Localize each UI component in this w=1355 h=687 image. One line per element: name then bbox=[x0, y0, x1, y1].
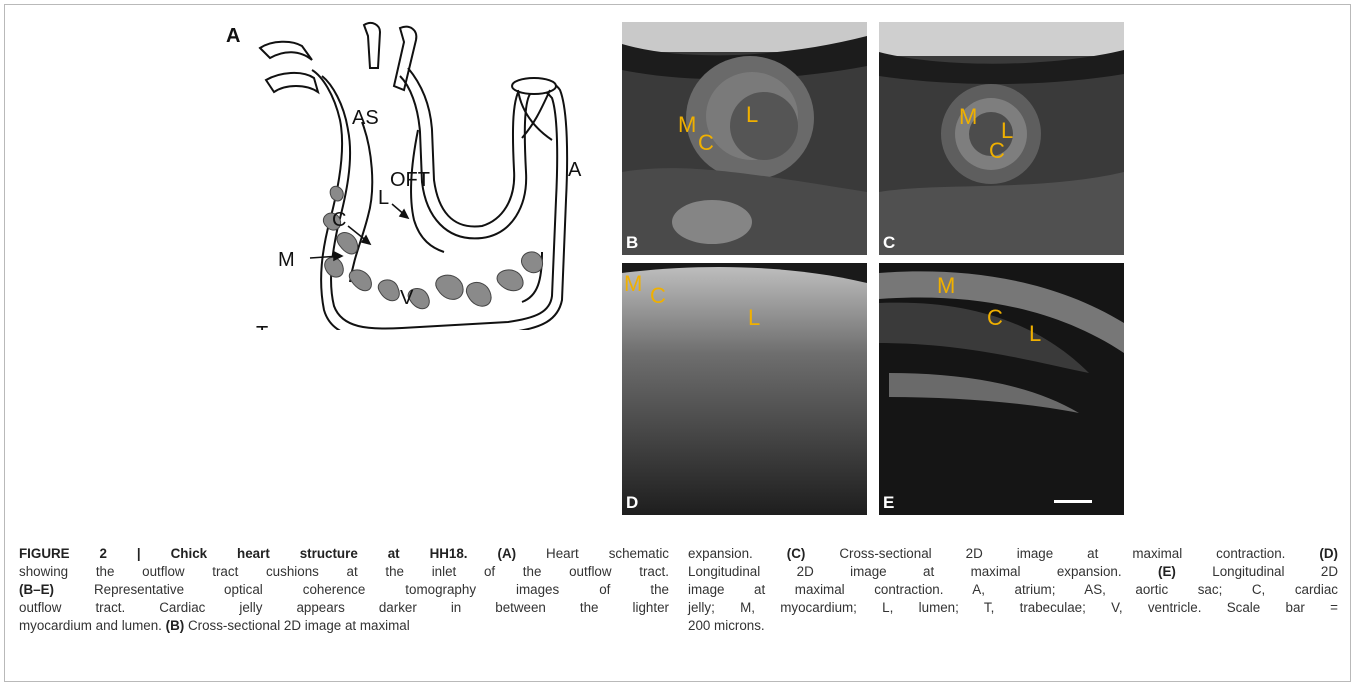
label-m: M bbox=[278, 249, 295, 271]
panel-e-label: E bbox=[883, 493, 894, 513]
heart-schematic-drawing: A AS L OFT C M A V T bbox=[222, 20, 602, 330]
oct-image-b bbox=[622, 22, 867, 255]
overlay-b-l: L bbox=[746, 104, 758, 126]
oct-panel-e: M C L E bbox=[879, 263, 1124, 515]
caption-line: 200 microns. bbox=[688, 617, 1338, 635]
caption-text: outflow tract. Cardiac jelly appears dar… bbox=[19, 600, 669, 615]
overlay-c-m: M bbox=[959, 106, 977, 128]
overlay-e-c: C bbox=[987, 307, 1003, 329]
caption-text: myocardium and lumen. bbox=[19, 618, 166, 633]
label-v: V bbox=[400, 287, 414, 309]
overlay-d-m: M bbox=[624, 273, 642, 295]
caption-bold-text: (C) bbox=[787, 546, 806, 561]
overlay-d-l: L bbox=[748, 307, 760, 329]
schematic-panel-label: A bbox=[226, 25, 240, 47]
caption-text: Cross-sectional 2D image at maximal bbox=[184, 618, 409, 633]
caption-text: 200 microns. bbox=[688, 618, 765, 633]
caption-line: FIGURE 2 | Chick heart structure at HH18… bbox=[19, 545, 669, 563]
caption-bold-text: (B) bbox=[166, 618, 185, 633]
caption-line: outflow tract. Cardiac jelly appears dar… bbox=[19, 599, 669, 617]
caption-line: expansion. (C) Cross-sectional 2D image … bbox=[688, 545, 1338, 563]
caption-bold-text: (B–E) bbox=[19, 582, 54, 597]
oct-panel-d: M C L D bbox=[622, 263, 867, 515]
overlay-e-m: M bbox=[937, 275, 955, 297]
caption-bold-text: (E) bbox=[1158, 564, 1176, 579]
caption-text: Representative optical coherence tomogra… bbox=[54, 582, 669, 597]
oct-panel-b: M C L B bbox=[622, 22, 867, 255]
caption-text: image at maximal contraction. A, atrium;… bbox=[688, 582, 1338, 597]
caption-bold-text: (D) bbox=[1319, 546, 1338, 561]
panel-b-label: B bbox=[626, 233, 638, 253]
caption-column-2: expansion. (C) Cross-sectional 2D image … bbox=[688, 545, 1338, 635]
oct-image-e bbox=[879, 263, 1124, 515]
caption-text: Heart schematic bbox=[516, 546, 669, 561]
overlay-d-c: C bbox=[650, 285, 666, 307]
label-as: AS bbox=[352, 107, 379, 129]
caption-text: Longitudinal 2D image at maximal expansi… bbox=[688, 564, 1158, 579]
overlay-c-c: C bbox=[989, 140, 1005, 162]
heart-schematic: A AS L OFT C M A V T bbox=[222, 20, 602, 330]
caption-line: jelly; M, myocardium; L, lumen; T, trabe… bbox=[688, 599, 1338, 617]
caption-line: (B–E) Representative optical coherence t… bbox=[19, 581, 669, 599]
panel-c-label: C bbox=[883, 233, 895, 253]
overlay-e-l: L bbox=[1029, 323, 1041, 345]
overlay-b-m: M bbox=[678, 114, 696, 136]
scale-bar bbox=[1054, 500, 1092, 503]
caption-text: showing the outflow tract cushions at th… bbox=[19, 564, 669, 579]
caption-text: Cross-sectional 2D image at maximal cont… bbox=[805, 546, 1319, 561]
caption-line: myocardium and lumen. (B) Cross-sectiona… bbox=[19, 617, 669, 635]
caption-column-1: FIGURE 2 | Chick heart structure at HH18… bbox=[19, 545, 669, 635]
caption-line: showing the outflow tract cushions at th… bbox=[19, 563, 669, 581]
caption-line: Longitudinal 2D image at maximal expansi… bbox=[688, 563, 1338, 581]
caption-line: image at maximal contraction. A, atrium;… bbox=[688, 581, 1338, 599]
label-l: L bbox=[378, 187, 389, 209]
panel-d-label: D bbox=[626, 493, 638, 513]
overlay-b-c: C bbox=[698, 132, 714, 154]
oct-panel-c: M L C C bbox=[879, 22, 1124, 255]
label-t: T bbox=[256, 323, 268, 330]
caption-text: expansion. bbox=[688, 546, 787, 561]
caption-text: jelly; M, myocardium; L, lumen; T, trabe… bbox=[688, 600, 1338, 615]
label-a: A bbox=[568, 159, 582, 181]
caption-text: Longitudinal 2D bbox=[1176, 564, 1338, 579]
label-oft: OFT bbox=[390, 169, 430, 191]
label-c: C bbox=[332, 209, 346, 231]
caption-bold-text: FIGURE 2 | Chick heart structure at HH18… bbox=[19, 546, 516, 561]
